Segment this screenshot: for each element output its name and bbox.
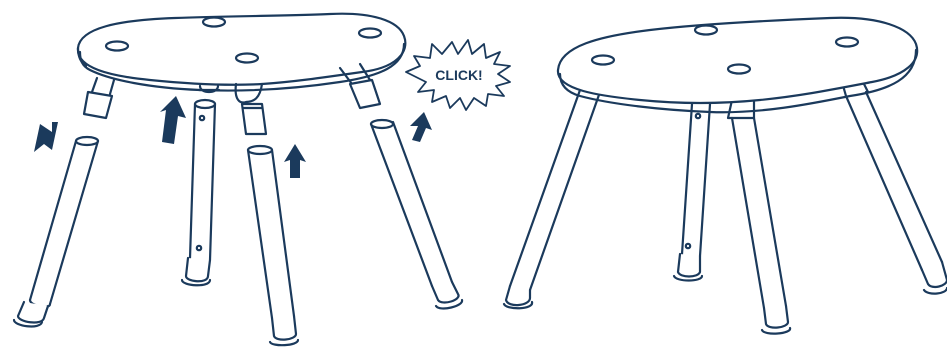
leg-socket-back-middle bbox=[199, 86, 219, 92]
stool-before-assembly: CLICK! bbox=[14, 14, 510, 346]
arrow-up-icon bbox=[410, 112, 432, 142]
seat-top-right bbox=[558, 18, 917, 112]
click-text: CLICK! bbox=[435, 67, 482, 83]
leg-socket-front-left bbox=[84, 78, 114, 118]
click-callout: CLICK! bbox=[406, 40, 510, 110]
assembled-leg-front-middle bbox=[728, 100, 790, 334]
detached-leg-2 bbox=[182, 100, 215, 285]
arrow-up-icon bbox=[160, 96, 186, 144]
assembled-leg-right bbox=[842, 80, 947, 294]
arrow-up-icon bbox=[284, 144, 306, 178]
assembled-leg-back-middle bbox=[674, 104, 710, 281]
detached-leg-1 bbox=[14, 137, 98, 326]
seat-top-left bbox=[78, 14, 405, 91]
stool-assembled bbox=[504, 18, 947, 334]
assembled-leg-back-left bbox=[504, 90, 600, 308]
detached-leg-4 bbox=[371, 120, 462, 308]
arrow-up-icon bbox=[34, 122, 58, 152]
